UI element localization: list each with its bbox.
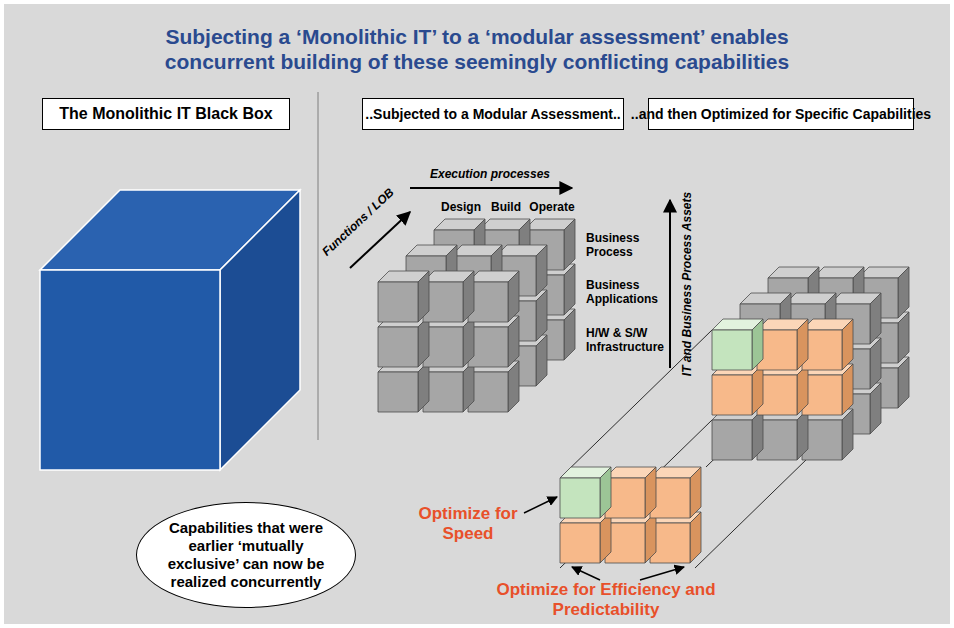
cube-face [870,338,881,389]
cube-face [536,335,547,386]
header-box: ..Subjected to a Modular Assessment.. [362,98,624,130]
cube-face [898,312,909,363]
header-box: The Monolithic IT Black Box [42,98,290,130]
callout-ellipse: Capabilities that were earlier ‘mutually… [136,502,356,608]
header-text: The Monolithic IT Black Box [59,105,272,123]
axis-label: Execution processes [410,167,570,181]
cube-face [560,523,600,563]
cube-face [463,271,474,322]
callout-arrow [524,497,557,513]
process-arrow [410,187,572,189]
cube-face [564,264,575,315]
cube-face [600,512,611,563]
cube-face [378,282,418,322]
projection-line [695,420,847,568]
row-label: Business Applications [586,278,666,306]
cube-face [560,478,600,518]
row-label: H/W & S/W Infrastructure [586,326,666,354]
cube-group [378,219,909,563]
cube-face [797,364,808,415]
cube-face [508,361,519,412]
cube-face [752,364,763,415]
cube-front [40,270,220,470]
header-box: ..and then Optimized for Specific Capabi… [648,98,914,130]
cube-face [564,309,575,360]
cube-side [220,190,300,470]
cube-face [418,271,429,322]
cube-face [842,319,853,370]
cube-face [898,267,909,318]
column-label: Build [481,200,531,214]
axis-label: Functions / LOB [313,179,403,264]
cube-face [508,271,519,322]
cube-face [508,316,519,367]
header-text: ..and then Optimized for Specific Capabi… [631,106,931,122]
cube-face [378,327,418,367]
cube-face [645,467,656,518]
title: Subjecting a ‘Monolithic IT’ to a ‘modul… [110,24,844,74]
cube-face [536,245,547,296]
projection-line [560,420,712,568]
cube-face [797,319,808,370]
axis-label: IT and Business Process Assets [680,169,694,399]
cube-face [712,375,752,415]
cube-face [797,409,808,460]
projection-line [706,319,858,467]
cube-face [418,316,429,367]
cube-face [752,409,763,460]
callout-arrow [572,567,600,580]
callout-text: Capabilities that were earlier ‘mutually… [158,519,334,591]
cube-face [870,293,881,344]
cube-face [842,364,853,415]
cube-face [690,512,701,563]
callout-label: Optimize for Efficiency and Predictabili… [471,580,741,620]
column-label: Operate [524,200,580,214]
callout-label: Optimize for Speed [410,504,526,544]
cube-face [712,330,752,370]
cube-face [564,219,575,270]
callout-arrow [640,567,684,580]
cube-face [870,383,881,434]
cube-face [463,361,474,412]
cube-face [378,372,418,412]
cube-face [418,361,429,412]
cube-face [600,467,611,518]
row-label: Business Process [586,231,658,259]
cube-face [463,316,474,367]
cube-face [842,409,853,460]
cube-face [536,290,547,341]
cube-face [712,420,752,460]
cube-face [645,512,656,563]
cube-face [898,357,909,408]
header-text: ..Subjected to a Modular Assessment.. [365,106,620,122]
cube-face [752,319,763,370]
asset-arrow [669,200,671,368]
column-label: Design [436,200,486,214]
cube-face [690,467,701,518]
divider-line [318,92,319,440]
